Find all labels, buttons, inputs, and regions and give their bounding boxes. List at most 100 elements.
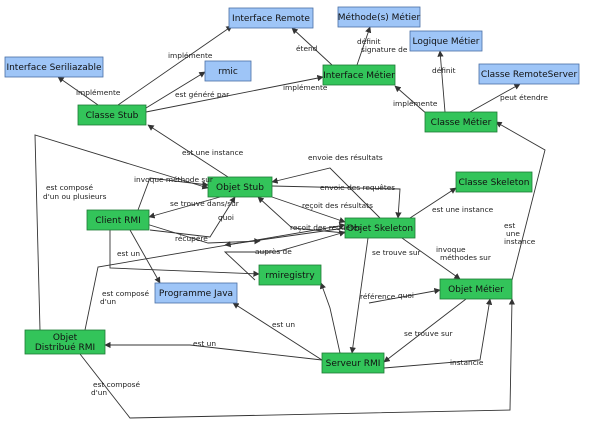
node-classe-metier[interactable]: Classe Métier	[424, 111, 498, 133]
edge-classe-metier-implemente-interface-metier	[394, 85, 429, 116]
node-box-objet-skeleton	[344, 217, 416, 239]
node-rmiregistry[interactable]: rmiregistry	[258, 264, 322, 286]
node-objet-skeleton[interactable]: Objet Skeleton	[344, 217, 416, 239]
edge-label-skeleton-trouve-sur-serveur: se trouve sur	[372, 248, 422, 257]
edge-label-stub-genere-par-rmic: est généré par	[175, 90, 230, 99]
edge-stub-implemente-remote	[117, 25, 233, 106]
edge-label-serveur-quoi: quoi	[398, 291, 414, 300]
node-classe-remoteserver[interactable]: Classe RemoteServer	[478, 63, 580, 85]
node-label-objet-distribue-rmi: Objet	[53, 333, 78, 343]
node-label-logique-metier: Logique Métier	[413, 36, 480, 47]
node-label-programme-java: Programme Java	[159, 289, 233, 299]
edge-skeleton-instance-classe-skeleton	[409, 187, 457, 219]
edge-label-objet-metier-trouve-sur-serveur: se trouve sur	[404, 329, 454, 338]
node-box-classe-metier	[424, 111, 498, 133]
edge-label-stub-envoie-requetes: envoie des requêtes	[320, 183, 395, 192]
node-interface-remote[interactable]: Interface Remote	[228, 7, 314, 29]
edge-label-objet-metier-instance-classe-metier: est	[504, 221, 515, 230]
edge-label-distribue-compose-client: d'un	[100, 297, 116, 306]
node-serveur-rmi[interactable]: Serveur RMI	[321, 352, 385, 374]
edge-serveur-reference-aupres	[319, 282, 341, 354]
node-objet-metier[interactable]: Objet Métier	[439, 278, 513, 300]
node-label-classe-skeleton: Classe Skeleton	[459, 178, 530, 188]
edge-client-invoque-methode	[137, 177, 209, 211]
node-box-classe-skeleton	[455, 171, 533, 193]
edge-label-client-invoque-methode: invoque méthode sur	[134, 175, 214, 184]
node-interface-serializable[interactable]: Interface Seriliazable	[4, 56, 104, 78]
node-label-objet-skeleton: Objet Skeleton	[347, 224, 413, 234]
edge-stub-recoit-resultats	[271, 196, 346, 224]
edge-client-est-un-programme	[129, 229, 161, 284]
node-box-programme-java	[154, 282, 238, 304]
edge-serveur-est-un-programme	[232, 302, 323, 361]
edge-distribue-compose-serveur	[79, 298, 516, 419]
edge-label-distribue-compose-client: est composé	[102, 289, 149, 298]
node-box-client-rmi	[86, 209, 150, 231]
node-box-interface-serializable	[4, 56, 104, 78]
edge-objet-metier-trouve-sur-serveur	[383, 298, 467, 363]
edge-label-distribue-compose-serveur: est composé	[93, 380, 140, 389]
node-label-objet-metier: Objet Métier	[448, 284, 504, 295]
node-box-objet-metier	[439, 278, 513, 300]
node-classe-stub[interactable]: Classe Stub	[77, 104, 147, 126]
edge-label-skeleton-recoit-requetes: reçoit des requêtes	[290, 223, 362, 232]
node-interface-metier[interactable]: Interface Métier	[322, 64, 396, 86]
edge-skeleton-envoie-resultats	[271, 167, 381, 219]
edge-serveur-quoi	[368, 287, 441, 304]
edge-stub-genere-par-rmic	[145, 71, 206, 109]
node-box-interface-remote	[228, 7, 314, 29]
node-label-classe-stub: Classe Stub	[86, 111, 139, 121]
edge-label-skeleton-est-un-objet: est un	[117, 249, 140, 258]
edge-skeleton-recoit-requetes	[257, 196, 346, 234]
node-classe-skeleton[interactable]: Classe Skeleton	[455, 171, 533, 193]
node-box-objet-distribue-rmi	[24, 329, 106, 355]
edge-distribue-compose-client	[84, 222, 346, 331]
node-logique-metier[interactable]: Logique Métier	[409, 30, 483, 52]
edge-labels-layer: implémente est généré par implémente implém…	[43, 37, 548, 397]
edge-serveur-instancie-objet-metier	[383, 298, 493, 369]
node-box-rmic	[204, 60, 252, 82]
node-label-classe-remoteserver: Classe RemoteServer	[481, 70, 578, 80]
edge-skeleton-est-un-objet	[224, 227, 346, 248]
edge-label-distribue-compose-plusieurs: d'un ou plusieurs	[43, 192, 107, 201]
node-label-methodes-metier: Méthode(s) Métier	[338, 12, 421, 23]
node-label-interface-remote: Interface Remote	[232, 14, 310, 24]
edge-label-serveur-reference-aupres: référence	[360, 292, 396, 301]
node-label-interface-serializable: Interface Seriliazable	[6, 63, 102, 73]
node-client-rmi[interactable]: Client RMI	[86, 209, 150, 231]
node-label-client-rmi: Client RMI	[95, 216, 141, 226]
nodes-layer: Interface Remote Méthode(s) MétierLogique…	[4, 6, 580, 374]
edge-label-skeleton-instance-classe-skeleton: est une instance	[432, 205, 494, 214]
node-rmic[interactable]: rmic	[204, 60, 252, 82]
edge-label-stub-implemente-interface-metier: implémente	[283, 83, 328, 92]
node-objet-stub[interactable]: Objet Stub	[207, 176, 273, 198]
edge-skeleton-invoque-objet-metier	[401, 237, 461, 280]
edge-label-stub-trouve-dans-client: se trouve dans/sur	[170, 199, 240, 208]
node-label-serveur-rmi: Serveur RMI	[326, 359, 381, 369]
node-box-serveur-rmi	[321, 352, 385, 374]
node-label-objet-distribue-rmi: Distribué RMI	[35, 342, 95, 353]
edge-label-registry-aupres-de: auprès de	[255, 247, 292, 256]
node-programme-java[interactable]: Programme Java	[154, 282, 238, 304]
edge-stub-envoie-requetes	[271, 185, 402, 219]
edge-label-stub-implemente-serializable: implémente	[76, 88, 121, 97]
edge-label-serveur-est-un-distribue: est un	[193, 339, 216, 348]
edge-classe-metier-etend-remoteserver	[469, 83, 521, 113]
edge-label-stub-recoit-resultats: reçoit des résultats	[302, 201, 373, 210]
edge-label-distribue-compose-plusieurs: est composé	[46, 183, 93, 192]
node-box-rmiregistry	[258, 264, 322, 286]
edge-interface-metier-etend-remote	[291, 27, 333, 66]
edge-distribue-compose-plusieurs	[34, 134, 209, 331]
edge-client-quoi-auprès	[149, 196, 236, 238]
edge-label-stub-implemente-remote: implémente	[168, 51, 213, 60]
edge-label-client-quoi-auprès: quoi	[218, 213, 234, 222]
node-methodes-metier[interactable]: Méthode(s) Métier	[337, 6, 421, 28]
edge-label-classe-metier-etend-remoteserver: peut étendre	[500, 93, 548, 102]
node-label-rmic: rmic	[218, 67, 238, 77]
edge-label-skeleton-invoque-objet-metier: invoque	[436, 245, 466, 254]
edge-objet-metier-instance-classe-metier	[495, 121, 546, 281]
node-label-interface-metier: Interface Métier	[323, 70, 395, 81]
